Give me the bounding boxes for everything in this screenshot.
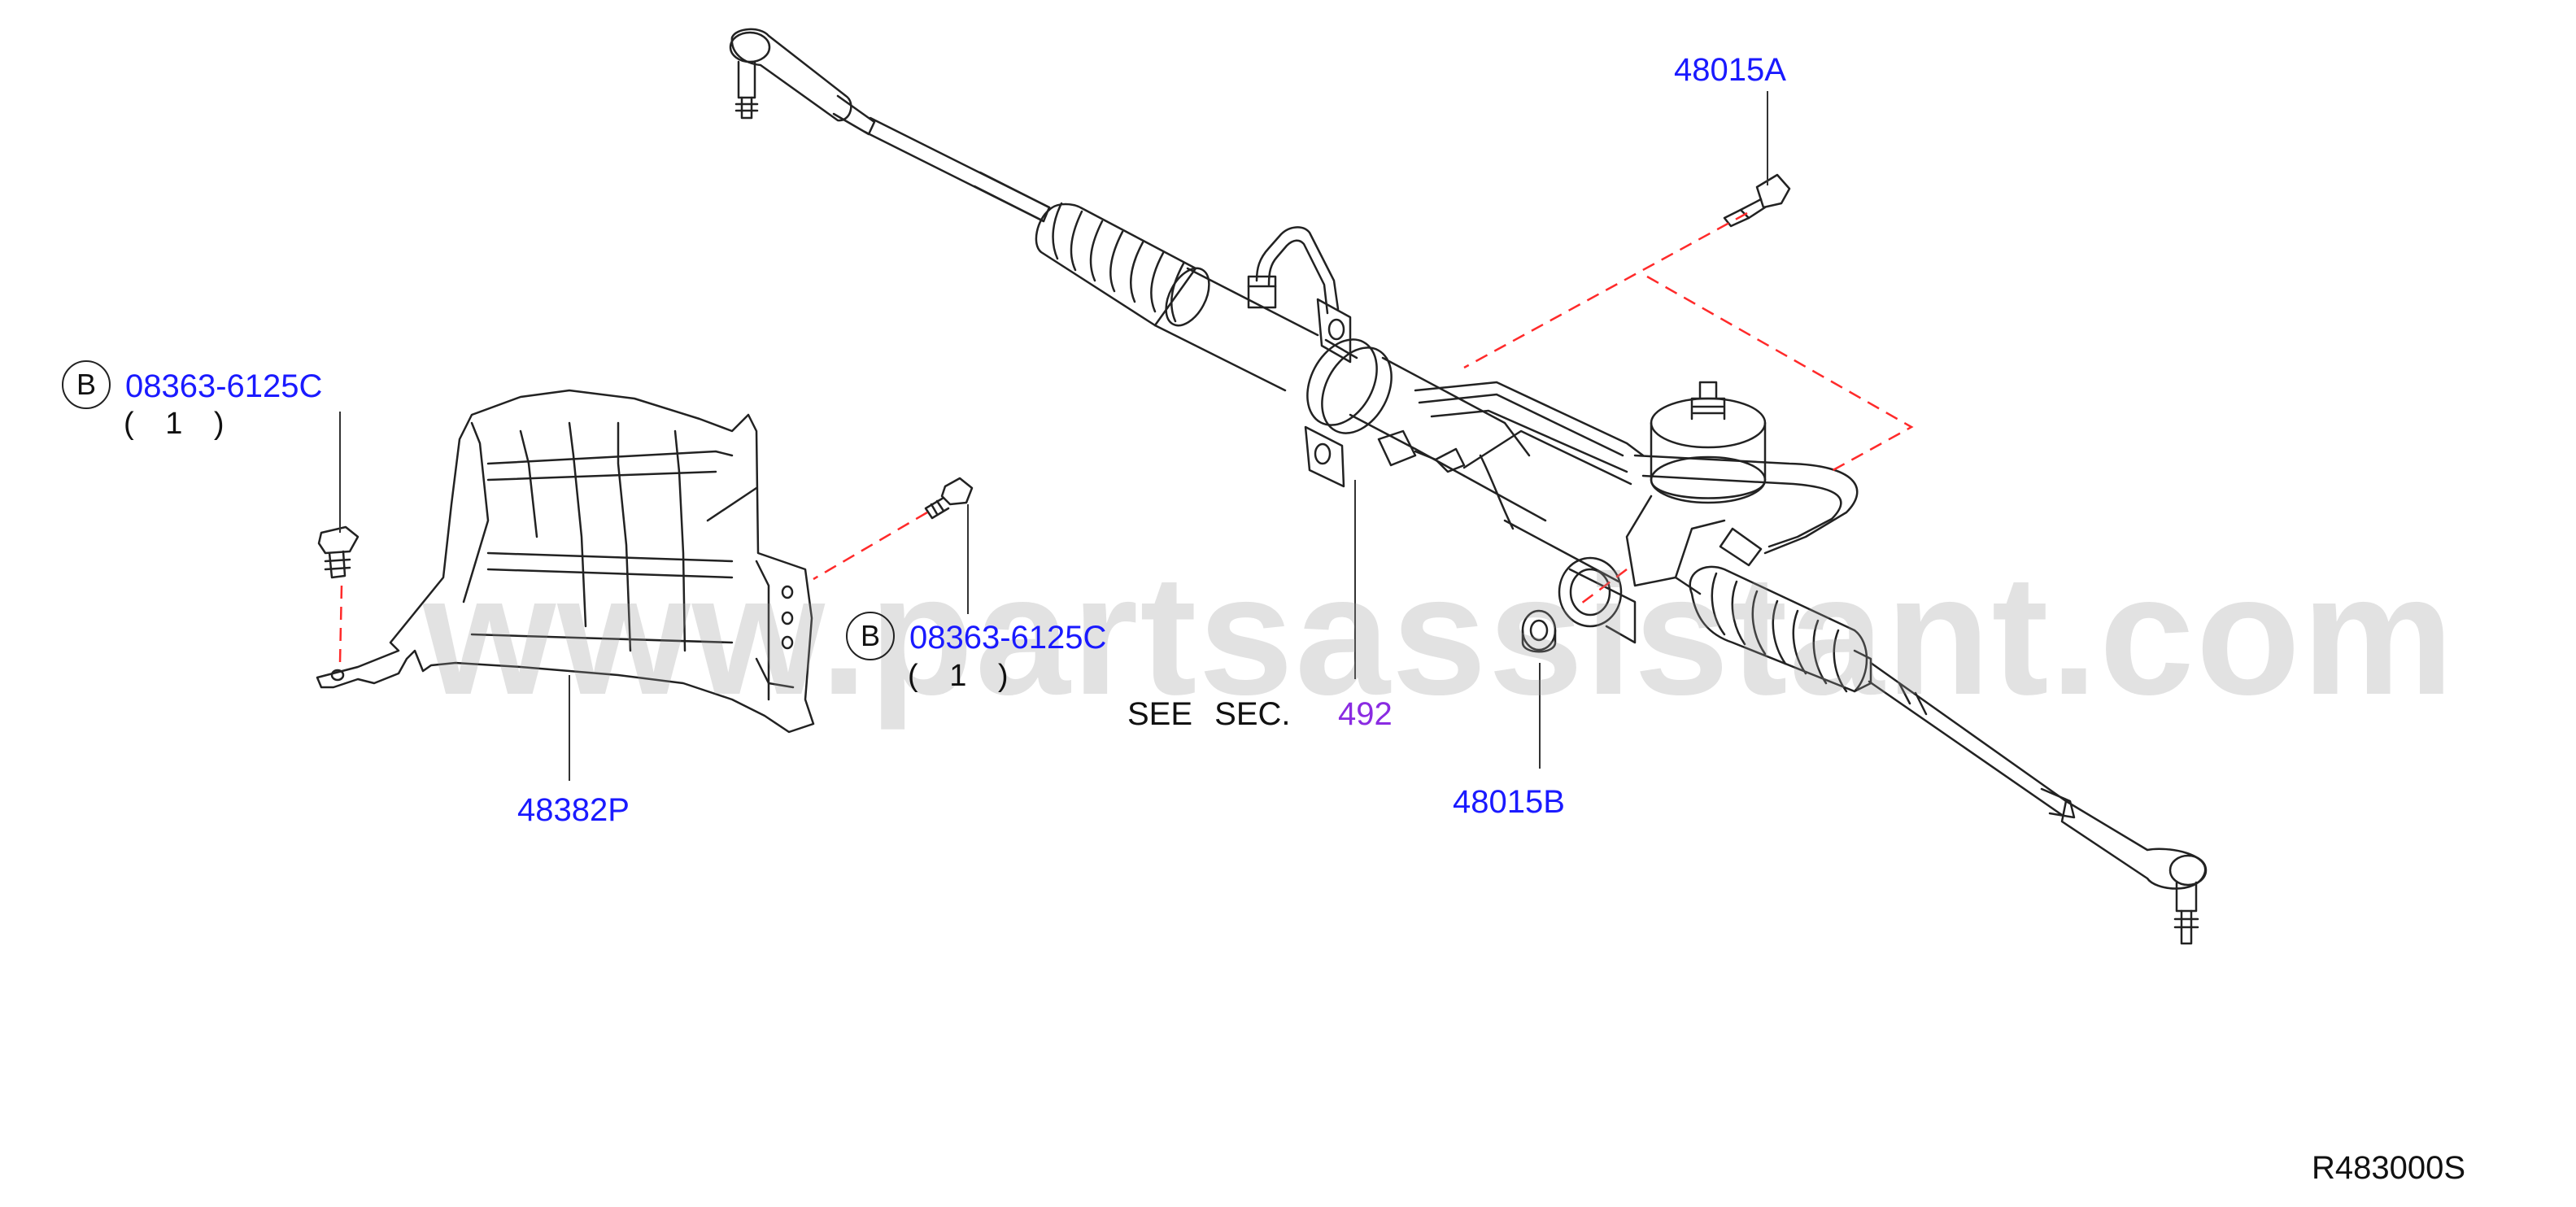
see-section-text: SEE SEC. bbox=[1127, 696, 1291, 732]
bushing-48015B bbox=[1521, 609, 1557, 653]
see-section-number[interactable]: 492 bbox=[1338, 696, 1393, 732]
callout-bolt-left-qty: ( 1 ) bbox=[124, 407, 236, 441]
callout-48382P[interactable]: 48382P bbox=[517, 792, 630, 828]
watermark: www.partsassistant.com bbox=[423, 539, 2456, 730]
heat-shield-48382P bbox=[316, 389, 815, 734]
bolt-48015A bbox=[1723, 173, 1791, 228]
diagram-code: R483000S bbox=[2312, 1150, 2466, 1186]
right-tie-rod bbox=[1868, 661, 2076, 819]
alignment-dashes bbox=[338, 211, 1914, 664]
callout-marker-b-mid: B bbox=[846, 612, 895, 660]
left-bellows-boot bbox=[1035, 202, 1197, 327]
right-bellows-boot bbox=[1689, 565, 1872, 693]
callout-bolt-mid-qty: ( 1 ) bbox=[908, 659, 1020, 693]
leader-lines bbox=[339, 91, 1768, 781]
hydraulic-lines bbox=[1247, 226, 1859, 567]
pinion-valve-housing bbox=[1625, 381, 1767, 595]
callout-48015A[interactable]: 48015A bbox=[1674, 52, 1786, 88]
right-tie-rod-end bbox=[2060, 800, 2208, 945]
callout-bolt-left[interactable]: 08363-6125C bbox=[125, 368, 323, 404]
callout-marker-b-left: B bbox=[62, 360, 111, 409]
left-tie-rod bbox=[863, 116, 1051, 223]
bolt-left-08363 bbox=[317, 525, 360, 579]
callout-48015B[interactable]: 48015B bbox=[1453, 784, 1565, 820]
callout-bolt-mid[interactable]: 08363-6125C bbox=[909, 620, 1107, 656]
bolt-mid-08363 bbox=[924, 477, 974, 520]
rack-housing bbox=[1153, 267, 1637, 644]
left-tie-rod-end bbox=[729, 28, 876, 136]
